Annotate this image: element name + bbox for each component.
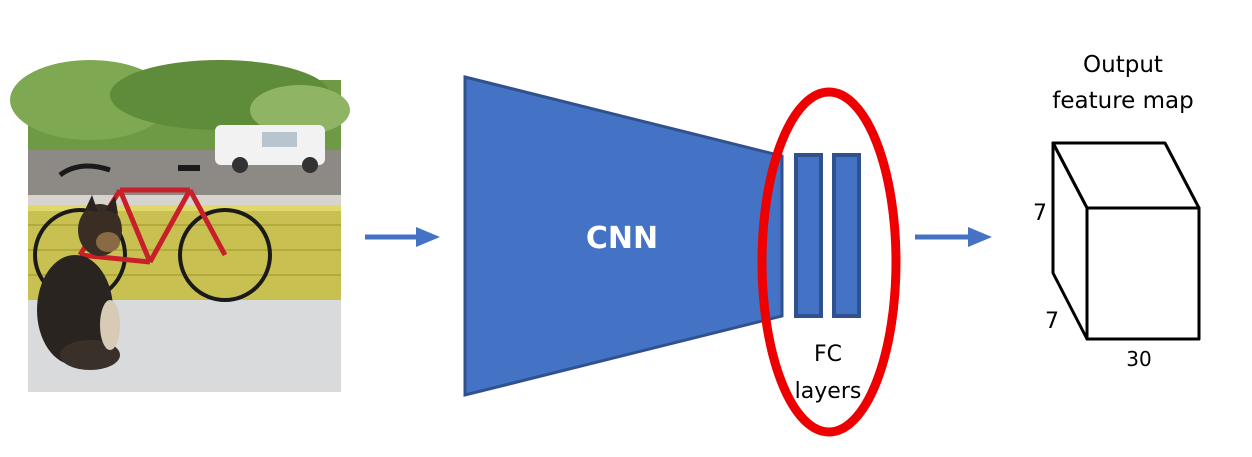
input-photo	[10, 60, 350, 392]
cnn-block: CNN	[463, 75, 784, 397]
fc-layer-2	[832, 153, 861, 318]
cnn-label: CNN	[586, 221, 658, 256]
output-title: Output feature map	[1052, 52, 1193, 114]
arrow-fc-to-output	[915, 227, 992, 247]
arrow-input-to-cnn	[365, 227, 440, 247]
output-title-line2: feature map	[1052, 88, 1193, 114]
output-cube	[1051, 141, 1201, 341]
dim-height-label: 7	[1033, 201, 1047, 226]
output-title-line1: Output	[1083, 52, 1163, 78]
dim-width-label: 30	[1126, 347, 1151, 371]
highlight-ellipse	[757, 87, 901, 437]
fc-layer-1	[794, 153, 823, 318]
fc-label-line2: layers	[795, 379, 862, 404]
fc-label-line1: FC	[814, 342, 842, 367]
fc-layers: FC layers	[794, 153, 862, 404]
dim-depth-label: 7	[1045, 309, 1059, 334]
